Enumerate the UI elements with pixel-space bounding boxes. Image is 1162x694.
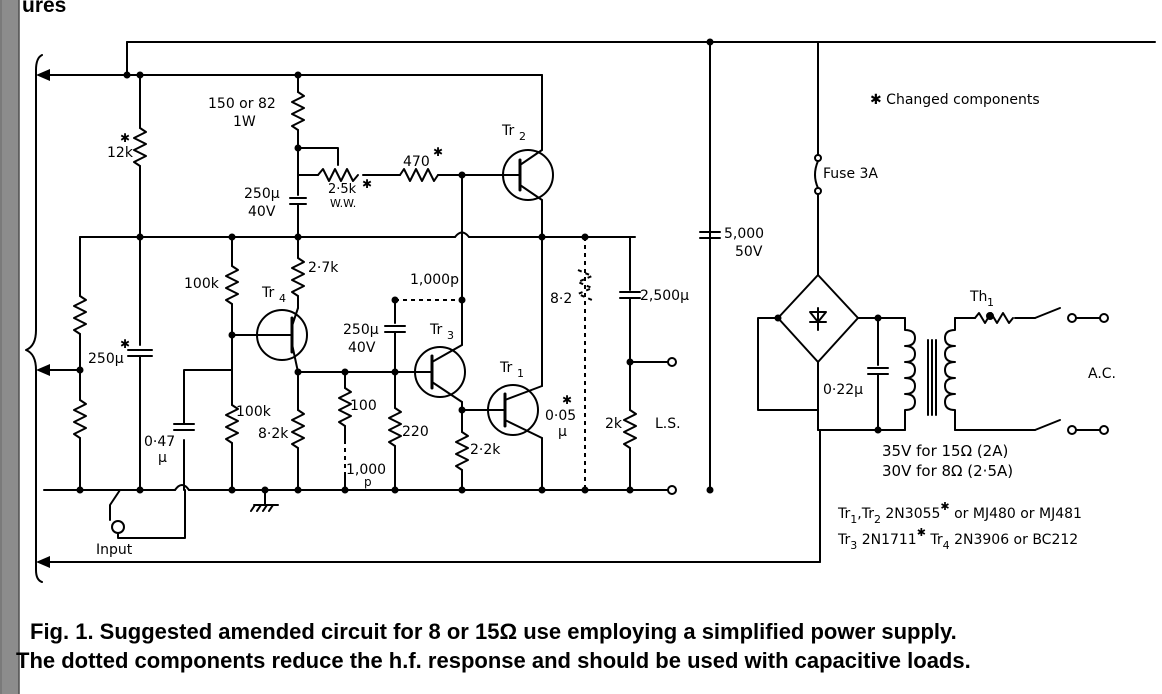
transistor-list-line-1: Tr1,Tr2 2N3055✱ or MJ480 or MJ481 (837, 500, 1082, 526)
mains-switch-bottom (1034, 419, 1061, 431)
resistor-100 (338, 387, 352, 427)
mains-switch-top (1034, 307, 1061, 319)
label-40v-mid: 40V (348, 340, 376, 356)
fuse-3a (814, 160, 819, 189)
label-1w: 1W (233, 114, 256, 130)
figure-caption-line-1: Fig. 1. Suggested amended circuit for 8 … (30, 619, 957, 644)
label-tr4: Tr (261, 285, 274, 301)
transistor-list-line-2: Tr3 2N1711✱ Tr4 2N3906 or BC212 (837, 526, 1078, 552)
label-tr1: Tr (499, 360, 512, 376)
potentiometer-2-5k (317, 168, 359, 182)
resistor-12k (133, 127, 147, 167)
resistor-470 (399, 168, 439, 182)
label-tr2: Tr (501, 123, 514, 139)
arrow-bottom (36, 556, 50, 568)
resistor-left-bottom (73, 399, 87, 439)
resistor-150-82 (291, 91, 305, 131)
ground-symbol (250, 489, 279, 512)
label-pot-ww: W.W. (330, 197, 356, 210)
amplifier-circuit-schematic: ✱ Changed components 150 or 82 1W ✱ 12k … (25, 38, 1156, 583)
label-input: Input (96, 542, 133, 558)
resistor-8-2k (291, 409, 305, 449)
resistor-2k (623, 409, 637, 449)
label-100: 100 (350, 398, 377, 414)
label-2500u: 2,500μ (640, 288, 689, 304)
label-star-12k: ✱ (120, 131, 130, 145)
figure-caption-line-2: The dotted components reduce the h.f. re… (16, 648, 971, 673)
resistor-100k-bottom (225, 404, 239, 444)
svg-text:Tr1,Tr2 2N3055✱ or MJ480 or MJ: Tr1,Tr2 2N3055✱ or MJ480 or MJ481 (837, 500, 1082, 526)
label-0-47: 0·47 (144, 434, 175, 450)
label-35v: 35V for 15Ω (2A) (882, 442, 1008, 460)
output-bracket (25, 54, 43, 583)
label-250u-top: 250μ (244, 186, 280, 202)
label-tr3-sub: 3 (447, 329, 454, 342)
label-1000p: 1,000p (410, 272, 459, 288)
label-0-47-u: μ (158, 450, 167, 466)
label-2-2k: 2·2k (470, 442, 501, 458)
transformer-primary (904, 317, 916, 431)
label-2k: 2k (605, 416, 623, 432)
label-changed-components: ✱ Changed components (870, 92, 1040, 108)
transistor-tr3 (414, 346, 466, 398)
thermistor-th1 (974, 312, 1014, 324)
label-250u-left-star: ✱ (120, 337, 130, 351)
transformer-secondary (944, 317, 956, 431)
label-0-05-u: μ (558, 424, 567, 440)
label-0-05-star: ✱ (562, 393, 572, 407)
resistor-2-7k (291, 257, 305, 297)
resistor-left-top (73, 295, 87, 335)
label-tr3: Tr (429, 322, 442, 338)
label-250u-mid: 250μ (343, 322, 379, 338)
label-ac: A.C. (1088, 366, 1116, 382)
label-tr2-sub: 2 (519, 130, 526, 143)
label-250u-left: 250μ (88, 351, 124, 367)
label-tr4-sub: 4 (279, 292, 286, 305)
label-0-22u: 0·22μ (823, 382, 863, 398)
label-tr1-sub: 1 (517, 367, 524, 380)
label-pot-2-5k: 2·5k (328, 182, 357, 197)
label-1000-p: p (364, 475, 372, 489)
resistor-2-2k (455, 431, 469, 471)
label-5000: 5,000 (724, 226, 764, 242)
label-th1: Th (969, 289, 987, 305)
arrow-top (36, 69, 50, 81)
arrow-mid (36, 364, 50, 376)
label-150-82: 150 or 82 (208, 96, 276, 112)
page-header-fragment: ures (22, 0, 67, 17)
label-8-2k: 8·2k (258, 426, 289, 442)
label-2-7k: 2·7k (308, 260, 339, 276)
label-th1-sub: 1 (987, 296, 994, 309)
label-220: 220 (402, 424, 429, 440)
label-50v: 50V (735, 244, 763, 260)
label-40v-top: 40V (248, 204, 276, 220)
label-8-2: 8·2 (550, 291, 572, 307)
svg-text:Tr3 2N1711✱ Tr4 2N3906 or BC21: Tr3 2N1711✱ Tr4 2N3906 or BC212 (837, 526, 1078, 552)
input-jack (111, 520, 125, 534)
transistor-tr2 (502, 149, 554, 201)
label-30v: 30V for 8Ω (2·5A) (882, 462, 1013, 480)
label-12k: 12k (107, 145, 134, 161)
label-470-star: ✱ (433, 145, 443, 159)
label-100k-top: 100k (184, 276, 220, 292)
label-1000-bottom: 1,000 (346, 462, 386, 478)
resistor-220 (388, 407, 402, 447)
label-pot-star: ✱ (362, 177, 372, 191)
label-0-05: 0·05 (545, 408, 576, 424)
label-ls: L.S. (655, 416, 681, 432)
vertical-scrollbar[interactable] (0, 0, 20, 694)
label-fuse: Fuse 3A (823, 166, 878, 182)
resistor-100k-top (225, 265, 239, 305)
scrollbar-thumb[interactable] (2, 0, 19, 694)
label-100k-bottom: 100k (236, 404, 272, 420)
label-470: 470 (403, 154, 430, 170)
